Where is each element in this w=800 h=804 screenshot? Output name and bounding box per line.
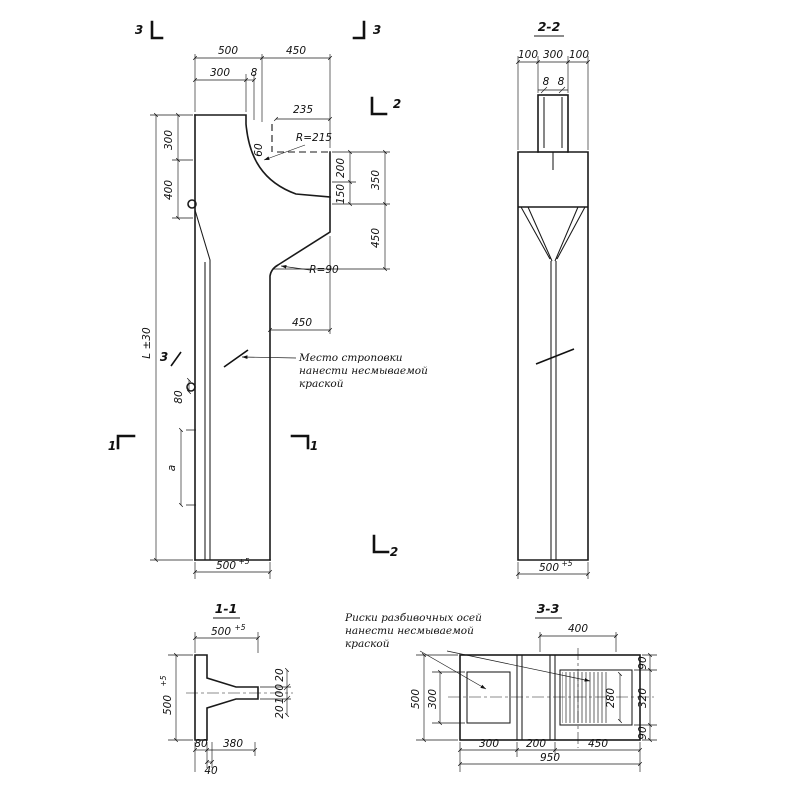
dim-right-450: 450 bbox=[370, 228, 382, 248]
note-axes-line3: краской bbox=[345, 638, 390, 650]
dim-top-450: 450 bbox=[286, 45, 306, 57]
dim-top-500: 500 bbox=[218, 45, 238, 57]
section-3-3-outline bbox=[448, 648, 654, 748]
dim-bottom-80: 80 bbox=[194, 738, 208, 750]
section-2-2-dimensions bbox=[515, 56, 591, 579]
section-1-1-labels: 1-1 500 +5 500 +5 20 100 20 80 380 40 bbox=[159, 601, 286, 777]
section-3-3-dimensions bbox=[416, 632, 657, 772]
dim-100-left: 100 bbox=[518, 49, 538, 61]
cut-marker-3-mid: 3 bbox=[160, 350, 168, 364]
section-2-2-labels: 2-2 100 300 100 8 8 500 +5 bbox=[518, 19, 589, 574]
section-1-1-title: 1-1 bbox=[215, 601, 238, 616]
dim-length-L30: L ±30 bbox=[141, 327, 153, 359]
dim-right-100: 100 bbox=[274, 684, 286, 704]
main-elevation-outline bbox=[186, 114, 331, 561]
dim-bottom-500: 500 bbox=[539, 562, 559, 574]
dim-right-350: 350 bbox=[370, 170, 382, 190]
dim-top-sup: +5 bbox=[234, 623, 245, 632]
dim-left-400: 400 bbox=[163, 180, 175, 200]
dim-left-sup: +5 bbox=[159, 675, 168, 686]
dim-r90: R=90 bbox=[309, 264, 339, 276]
dim-right-90a: 90 bbox=[637, 656, 649, 670]
section-2-2-title: 2-2 bbox=[538, 19, 561, 34]
dim-8-left: 8 bbox=[543, 76, 550, 88]
section-1-1-outline bbox=[186, 654, 293, 741]
dim-top-300: 300 bbox=[210, 67, 230, 79]
section-1-1-dimensions bbox=[168, 632, 291, 772]
main-elevation-labels: 500 450 300 8 235 R=215 60 300 400 L ±30… bbox=[141, 45, 428, 572]
dim-mid-450: 450 bbox=[292, 317, 312, 329]
dim-bottom-sup: +5 bbox=[561, 559, 572, 568]
dim-left-300: 300 bbox=[427, 689, 439, 709]
dim-bottom-sup: +5 bbox=[238, 557, 249, 566]
dim-right-20a: 20 bbox=[274, 668, 286, 682]
dim-left-500: 500 bbox=[162, 695, 174, 715]
section-2-2-outline bbox=[517, 94, 589, 561]
dim-60: 60 bbox=[253, 143, 265, 157]
dim-right-280: 280 bbox=[605, 688, 617, 708]
note-lifting-line1: Место строповки bbox=[298, 352, 403, 364]
cut-marker-1-left: 1 bbox=[108, 439, 116, 453]
dim-right-20b: 20 bbox=[274, 705, 286, 719]
t-section-shape bbox=[194, 654, 259, 741]
dim-right-320: 320 bbox=[637, 688, 649, 708]
dim-bottom-500: 500 bbox=[216, 560, 236, 572]
lifting-loop-bottom bbox=[186, 382, 196, 392]
dim-bottom-300: 300 bbox=[479, 738, 499, 750]
dim-top-500: 500 bbox=[211, 626, 231, 638]
dim-a: a bbox=[166, 465, 178, 471]
break-mark bbox=[223, 349, 249, 368]
dim-right-90b: 90 bbox=[637, 726, 649, 740]
section-cut-markers: 3 3 2 2 1 1 3 bbox=[108, 20, 401, 559]
dim-80: 80 bbox=[173, 390, 185, 404]
dim-8-right: 8 bbox=[558, 76, 565, 88]
dim-right-150: 150 bbox=[335, 184, 347, 204]
dim-right-200: 200 bbox=[335, 158, 347, 178]
main-elevation-dimensions bbox=[150, 54, 390, 579]
dim-235: 235 bbox=[293, 104, 313, 116]
dim-bottom-950: 950 bbox=[540, 752, 560, 764]
cut-marker-1-right: 1 bbox=[310, 439, 318, 453]
note-lifting-line3: краской bbox=[299, 378, 344, 390]
section-3-3-title: 3-3 bbox=[537, 601, 560, 616]
dim-100-right: 100 bbox=[569, 49, 589, 61]
section-3-3-labels: 3-3 Риски разбивочных осей нанести несмы… bbox=[344, 601, 649, 764]
dim-bottom-450: 450 bbox=[588, 738, 608, 750]
dim-r215: R=215 bbox=[296, 132, 332, 144]
break-mark bbox=[535, 348, 575, 365]
cut-marker-3-left: 3 bbox=[135, 23, 143, 37]
dim-top-400: 400 bbox=[568, 623, 588, 635]
cut-marker-2-top: 2 bbox=[393, 97, 401, 111]
note-lifting-line2: нанести несмываемой bbox=[299, 365, 428, 377]
cut-marker-2-bottom: 2 bbox=[390, 545, 398, 559]
cut-marker-3-top: 3 bbox=[373, 23, 381, 37]
dim-300: 300 bbox=[543, 49, 563, 61]
dim-left-500: 500 bbox=[410, 689, 422, 709]
lifting-loop-top bbox=[187, 199, 197, 209]
dim-bottom-40: 40 bbox=[204, 765, 218, 777]
note-axes-line1: Риски разбивочных осей bbox=[344, 612, 482, 624]
dim-bottom-380: 380 bbox=[223, 738, 243, 750]
dim-left-300: 300 bbox=[163, 130, 175, 150]
note-axes-line2: нанести несмываемой bbox=[345, 625, 474, 637]
dim-bottom-200: 200 bbox=[526, 738, 546, 750]
dim-top-8: 8 bbox=[251, 67, 258, 79]
